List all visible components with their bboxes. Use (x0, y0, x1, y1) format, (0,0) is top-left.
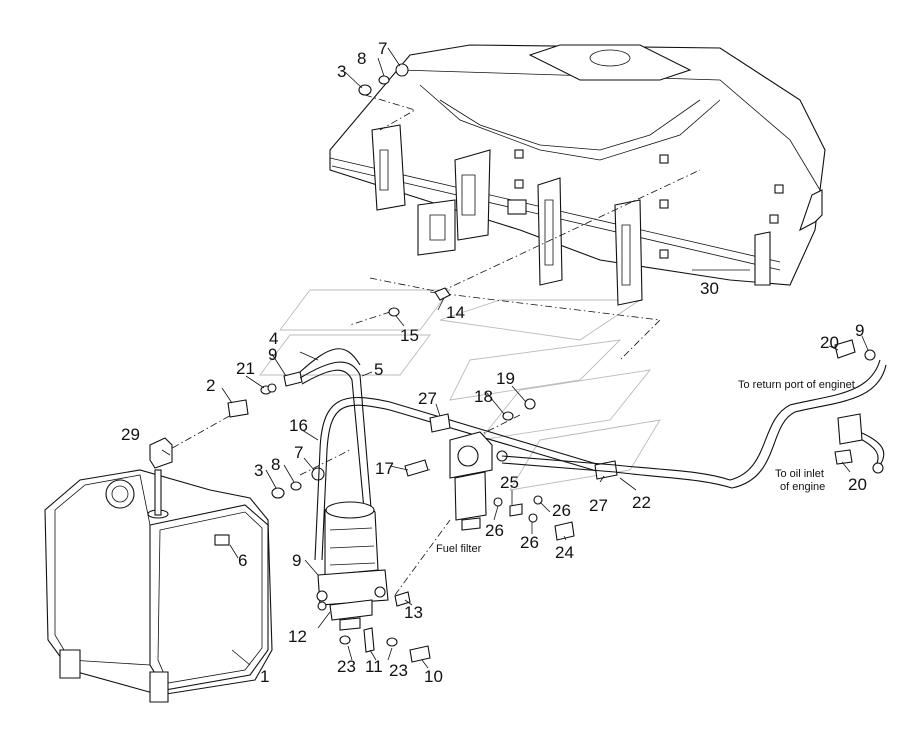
callout-3-upper: 3 (337, 62, 346, 81)
callout-7-lower: 7 (294, 443, 303, 462)
callout-22: 22 (632, 493, 651, 512)
callout-13: 13 (404, 603, 423, 622)
annotation-notes: To return port of enginet To oil inlet o… (436, 379, 855, 555)
fastener-stack-upper (358, 63, 409, 96)
fastener-14-15 (388, 287, 451, 317)
callout-21: 21 (236, 359, 255, 378)
callout-23-left: 23 (337, 657, 356, 676)
callout-30: 30 (700, 279, 719, 298)
callout-27-right: 27 (589, 496, 608, 515)
tank-connectors (227, 371, 303, 418)
callout-9-right: 9 (855, 321, 864, 340)
callout-15: 15 (400, 326, 419, 345)
callout-12: 12 (288, 627, 307, 646)
callout-23-right: 23 (389, 661, 408, 680)
callout-2: 2 (206, 376, 215, 395)
callout-6: 6 (238, 551, 247, 570)
callout-10: 10 (424, 667, 443, 686)
callout-5: 5 (374, 360, 383, 379)
callout-20-upper: 20 (820, 333, 839, 352)
callout-1: 1 (260, 667, 269, 686)
callout-9-left: 9 (268, 345, 277, 364)
fuel-pipe-to-engine (501, 189, 887, 489)
callout-4: 4 (269, 329, 278, 348)
callout-29: 29 (121, 425, 140, 444)
callout-19: 19 (496, 369, 515, 388)
callout-17: 17 (375, 459, 394, 478)
callout-26-left: 26 (485, 521, 504, 540)
callout-24: 24 (555, 543, 574, 562)
note-fuel-filter: Fuel filter (436, 543, 482, 555)
callout-25: 25 (500, 473, 519, 492)
callout-numbers: 1 2 3 3 4 5 6 7 7 8 8 9 9 9 10 11 12 13 … (121, 39, 867, 686)
callout-11: 11 (365, 657, 383, 676)
callout-27-left: 27 (418, 389, 437, 408)
fuel-filter-element (449, 431, 508, 531)
callout-14: 14 (446, 303, 465, 322)
fuel-pipes-left (299, 348, 601, 561)
callout-8-lower: 8 (271, 455, 280, 474)
callout-16: 16 (289, 416, 308, 435)
leader-lines (161, 47, 869, 669)
note-return-port: To return port of enginet (738, 379, 855, 391)
fuel-level-sender (149, 437, 173, 469)
fuel-tank (44, 469, 273, 703)
callout-7-upper: 7 (378, 39, 387, 58)
note-oil-inlet-line1: To oil inlet (775, 468, 824, 480)
callout-26-right: 26 (552, 501, 571, 520)
pipe-clamps (429, 413, 618, 480)
fastener-stack-lower (271, 467, 325, 499)
callout-8-upper: 8 (357, 49, 366, 68)
note-oil-inlet-line2: of engine (780, 481, 825, 493)
callout-3-lower: 3 (254, 461, 263, 480)
filter-assembly-12 (316, 501, 389, 631)
callout-18: 18 (474, 387, 493, 406)
chassis-frame (329, 44, 826, 306)
callout-9-filter: 9 (292, 551, 301, 570)
callout-26-mid: 26 (520, 533, 539, 552)
callout-20-lower: 20 (848, 475, 867, 494)
